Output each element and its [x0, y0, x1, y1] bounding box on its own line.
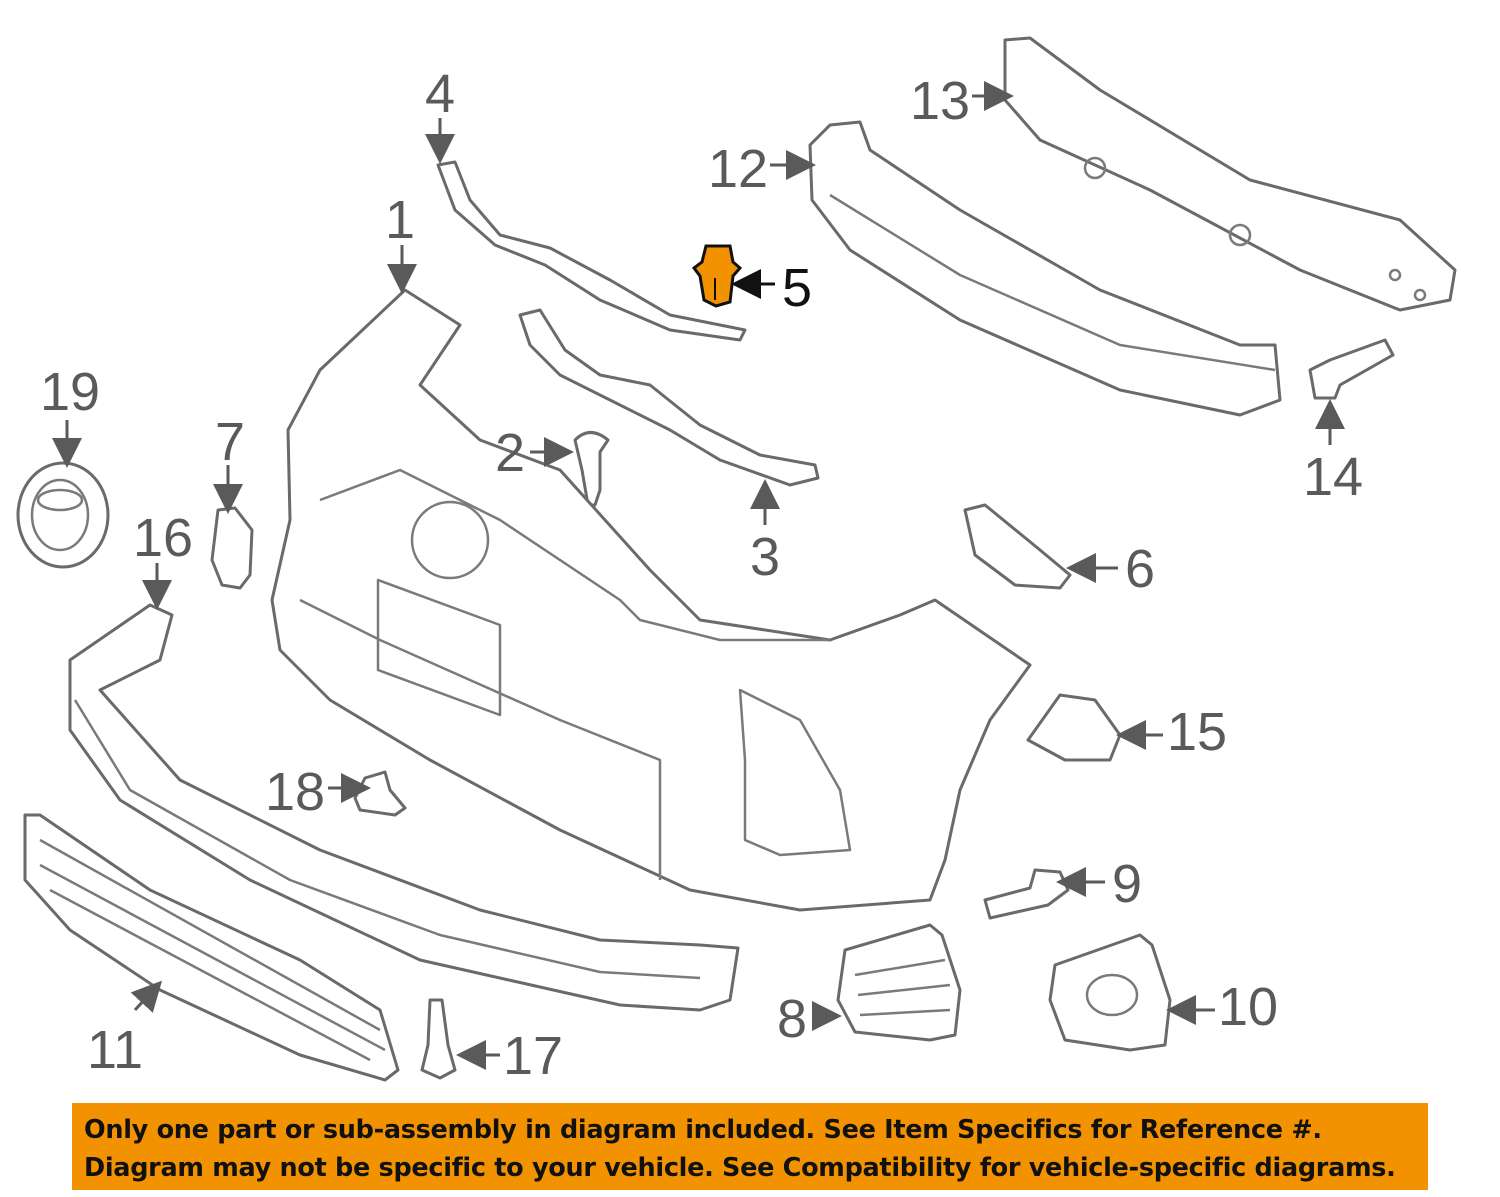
callout-10: 10 [1218, 977, 1278, 1037]
callout-11: 11 [87, 1020, 143, 1080]
disclaimer-line-2: Diagram may not be specific to your vehi… [84, 1153, 1396, 1183]
part-1-bumper-cover [270, 288, 1032, 912]
part-6-bracket [963, 503, 1072, 590]
part-13-reinforcement [1003, 36, 1457, 312]
callout-19: 19 [40, 362, 100, 422]
callout-9: 9 [1112, 854, 1142, 914]
part-12-absorber [808, 120, 1282, 417]
callout-18: 18 [265, 762, 325, 822]
disclaimer-banner: Only one part or sub-assembly in diagram… [72, 1103, 1428, 1190]
callout-16: 16 [133, 508, 193, 568]
part-11-lower-grille [23, 813, 400, 1082]
callout-8: 8 [777, 989, 807, 1049]
callout-1: 1 [385, 190, 415, 250]
disclaimer-line-1: Only one part or sub-assembly in diagram… [84, 1115, 1322, 1145]
callout-17: 17 [503, 1026, 563, 1086]
part-4-molding [436, 160, 747, 342]
callout-3: 3 [750, 527, 780, 587]
callout-2: 2 [495, 423, 525, 483]
part-18-clip [353, 770, 407, 817]
callout-labels: 1 2 3 4 5 6 7 8 9 10 11 12 13 14 15 16 1… [40, 64, 1363, 1086]
part-7-support [210, 506, 254, 590]
callout-5: 5 [782, 258, 812, 318]
part-10-fog-bezel [1048, 933, 1172, 1052]
part-3-retainer [518, 308, 820, 487]
callout-15: 15 [1167, 702, 1227, 762]
callout-13: 13 [910, 71, 970, 131]
callout-arrows [52, 81, 1345, 1070]
part-14-bolt [1308, 338, 1395, 400]
callout-12: 12 [708, 139, 768, 199]
part-15-bracket [1026, 693, 1122, 762]
part-5-retainer-clip [691, 244, 743, 308]
part-16-spoiler [68, 603, 740, 1012]
part-17-screw [420, 998, 457, 1080]
callout-14: 14 [1303, 447, 1363, 507]
callout-6: 6 [1125, 539, 1155, 599]
callout-7: 7 [215, 412, 245, 472]
part-9-bolt [983, 868, 1070, 920]
callout-4: 4 [425, 64, 455, 124]
part-8-grille-insert [836, 923, 962, 1042]
part-19-emblem [16, 461, 110, 569]
